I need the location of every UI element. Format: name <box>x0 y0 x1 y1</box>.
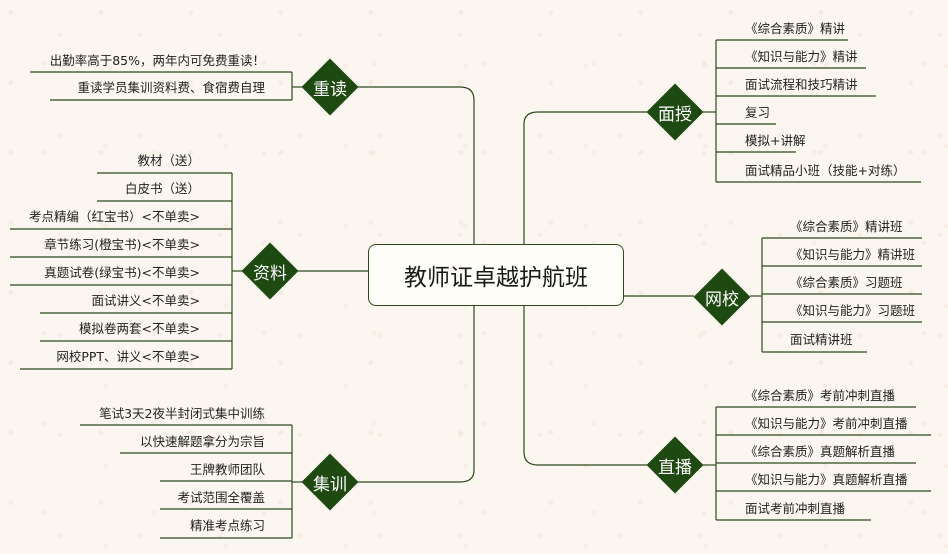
leaf-wangxiao-1: 《知识与能力》精讲班 <box>790 247 916 262</box>
branch-node-jixun: 集训 <box>301 453 359 511</box>
leaf-mianshou-4: 模拟+讲解 <box>745 133 806 148</box>
leaf-mianshou-1: 《知识与能力》精讲 <box>745 49 858 64</box>
leaf-zhibo-0: 《综合素质》考前冲刺直播 <box>745 388 896 403</box>
leaf-jixun-4: 精准考点练习 <box>189 518 265 533</box>
leaf-mianshou-0: 《综合素质》精讲 <box>745 21 846 36</box>
center-topic: 教师证卓越护航班 <box>368 244 624 306</box>
leaf-ziliao-5: 面试讲义<不单卖> <box>91 293 200 308</box>
branch-label: 重读 <box>313 79 347 100</box>
branch-label: 直播 <box>658 457 692 478</box>
connector-center-chongdu <box>358 86 475 244</box>
leaf-jixun-1: 以快速解题拿分为宗旨 <box>139 434 265 449</box>
branch-node-zhibo: 直播 <box>646 436 704 494</box>
leaf-zhibo-3: 《知识与能力》真题解析直播 <box>745 472 908 487</box>
leaf-wangxiao-4: 面试精讲班 <box>790 332 853 347</box>
leaf-mianshou-3: 复习 <box>745 105 771 120</box>
leaf-zhibo-4: 面试考前冲刺直播 <box>745 501 846 516</box>
leaf-zhibo-2: 《综合素质》真题解析直播 <box>745 444 896 459</box>
leaf-ziliao-6: 模拟卷两套<不单卖> <box>79 321 200 336</box>
branch-node-wangxiao: 网校 <box>693 268 751 326</box>
leaf-chongdu-0: 出勤率高于85%，两年内可免费重读！ <box>49 53 265 68</box>
branch-label: 网校 <box>705 289 739 310</box>
branch-node-ziliao: 资料 <box>241 242 299 300</box>
branch-node-chongdu: 重读 <box>301 58 359 116</box>
leaf-ziliao-1: 白皮书（送） <box>124 181 200 196</box>
leaf-zhibo-1: 《知识与能力》考前冲刺直播 <box>745 416 908 431</box>
leaf-ziliao-3: 章节练习(橙宝书)<不单卖> <box>44 237 200 252</box>
leaf-ziliao-2: 考点精编（红宝书）<不单卖> <box>29 209 200 224</box>
branch-node-mianshou: 面授 <box>646 83 704 141</box>
leaf-jixun-2: 王牌教师团队 <box>189 462 265 477</box>
branch-label: 集训 <box>313 474 347 495</box>
leaf-ziliao-7: 网校PPT、讲义<不单卖> <box>56 349 200 364</box>
leaf-wangxiao-3: 《知识与能力》习题班 <box>790 303 916 318</box>
leaf-wangxiao-2: 《综合素质》习题班 <box>790 275 903 290</box>
branch-label: 资料 <box>253 263 287 284</box>
leaf-mianshou-5: 面试精品小班（技能+对练） <box>745 163 906 178</box>
leaf-chongdu-1: 重读学员集训资料费、食宿费自理 <box>77 80 265 95</box>
connector-center-jixun <box>358 306 475 483</box>
leaf-ziliao-0: 教材（送） <box>137 153 200 168</box>
leaf-jixun-3: 考试范围全覆盖 <box>177 490 265 505</box>
leaf-jixun-0: 笔试3天2夜半封闭式集中训练 <box>99 406 265 421</box>
connector-center-mianshou <box>523 111 647 244</box>
leaf-wangxiao-0: 《综合素质》精讲班 <box>790 219 903 234</box>
leaf-mianshou-2: 面试流程和技巧精讲 <box>745 77 858 92</box>
branch-label: 面授 <box>658 104 692 125</box>
leaf-ziliao-4: 真题试卷(绿宝书)<不单卖> <box>44 265 200 280</box>
connector-center-zhibo <box>523 306 647 466</box>
